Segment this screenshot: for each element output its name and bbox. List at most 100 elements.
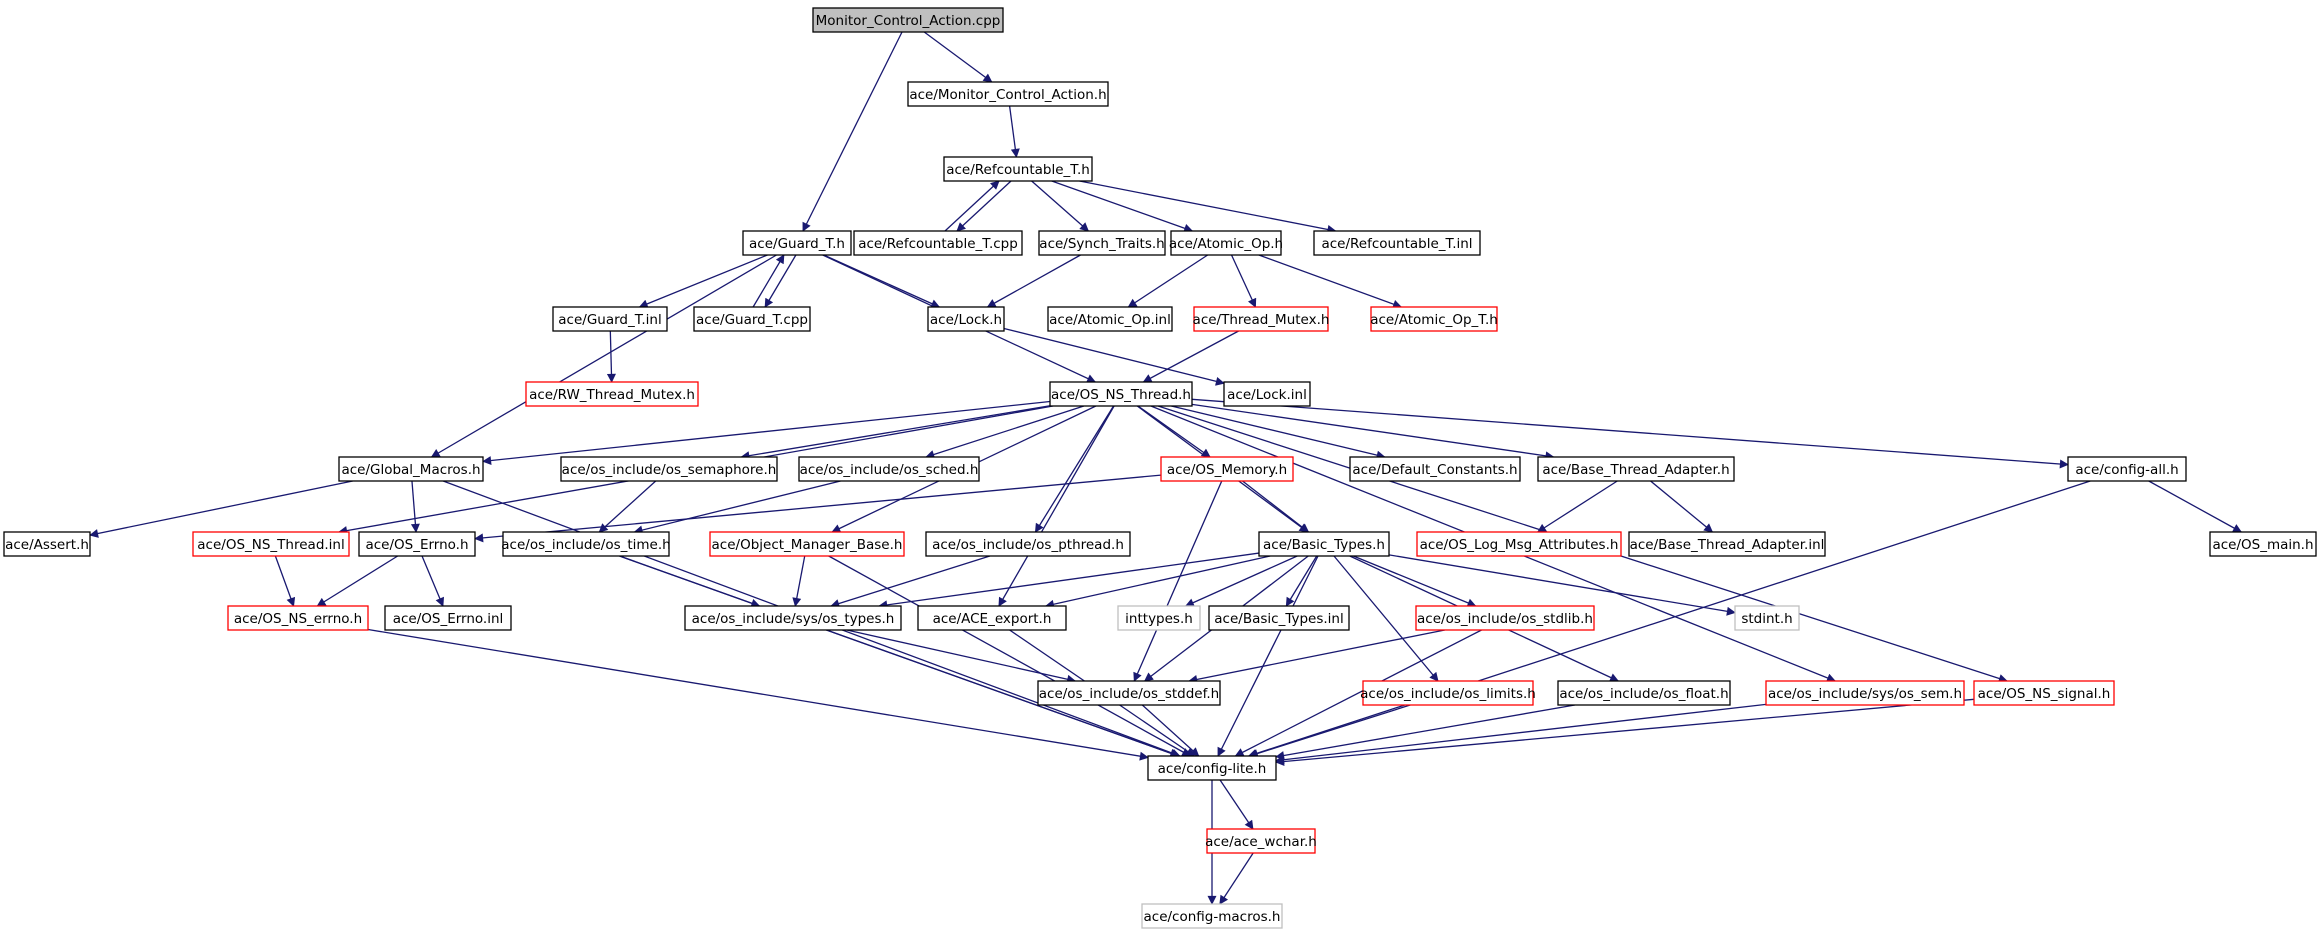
node-config-lite[interactable]: ace/config-lite.h <box>1147 755 1277 781</box>
node-box[interactable] <box>1206 828 1316 854</box>
node-assert-h[interactable]: ace/Assert.h <box>3 531 91 557</box>
node-os-limits[interactable]: ace/os_include/os_limits.h <box>1360 680 1536 706</box>
node-os-semaphore[interactable]: ace/os_include/os_semaphore.h <box>560 456 778 482</box>
node-os-ns-signal[interactable]: ace/OS_NS_signal.h <box>1973 680 2115 706</box>
node-box[interactable] <box>693 306 811 332</box>
node-box[interactable] <box>917 605 1067 631</box>
node-box[interactable] <box>1370 306 1498 332</box>
node-box[interactable] <box>684 605 902 631</box>
node-refcountable-inl[interactable]: ace/Refcountable_T.inl <box>1313 230 1481 256</box>
node-box[interactable] <box>1313 230 1481 256</box>
node-box[interactable] <box>1049 381 1193 407</box>
node-box[interactable] <box>338 456 484 482</box>
node-sys-os-types[interactable]: ace/os_include/sys/os_types.h <box>684 605 902 631</box>
node-box[interactable] <box>1415 605 1595 631</box>
node-box[interactable] <box>1416 531 1622 557</box>
node-ace-wchar[interactable]: ace/ace_wchar.h <box>1205 828 1317 854</box>
node-box[interactable] <box>227 605 369 631</box>
node-os-stddef[interactable]: ace/os_include/os_stddef.h <box>1037 680 1221 706</box>
node-base-thread-adapter-h[interactable]: ace/Base_Thread_Adapter.h <box>1537 456 1735 482</box>
node-synch-traits[interactable]: ace/Synch_Traits.h <box>1038 230 1166 256</box>
node-box[interactable] <box>358 531 476 557</box>
node-box[interactable] <box>812 7 1004 33</box>
node-stdint[interactable]: stdint.h <box>1734 605 1800 631</box>
node-basic-types-h[interactable]: ace/Basic_Types.h <box>1258 531 1390 557</box>
node-sys-os-sem[interactable]: ace/os_include/sys/os_sem.h <box>1765 680 1965 706</box>
node-box[interactable] <box>1193 306 1329 332</box>
node-inttypes[interactable]: inttypes.h <box>1117 605 1201 631</box>
node-os-main[interactable]: ace/OS_main.h <box>2209 531 2317 557</box>
node-lock-inl[interactable]: ace/Lock.inl <box>1223 381 1311 407</box>
node-box[interactable] <box>1208 605 1350 631</box>
node-rw-thread-mutex[interactable]: ace/RW_Thread_Mutex.h <box>525 381 699 407</box>
node-box[interactable] <box>742 230 852 256</box>
node-refcountable-cpp[interactable]: ace/Refcountable_T.cpp <box>853 230 1023 256</box>
node-box[interactable] <box>1765 680 1965 706</box>
node-box[interactable] <box>1038 230 1166 256</box>
node-box[interactable] <box>943 156 1093 182</box>
node-os-float[interactable]: ace/os_include/os_float.h <box>1557 680 1731 706</box>
node-box[interactable] <box>798 456 980 482</box>
node-box[interactable] <box>1141 903 1283 929</box>
node-box[interactable] <box>1973 680 2115 706</box>
node-os-stdlib[interactable]: ace/os_include/os_stdlib.h <box>1415 605 1595 631</box>
node-box[interactable] <box>709 531 905 557</box>
node-box[interactable] <box>1117 605 1201 631</box>
node-monitor-cpp[interactable]: Monitor_Control_Action.cpp <box>812 7 1004 33</box>
node-box[interactable] <box>1147 755 1277 781</box>
node-box[interactable] <box>3 531 91 557</box>
node-guard-cpp[interactable]: ace/Guard_T.cpp <box>693 306 811 332</box>
node-atomic-op-inl[interactable]: ace/Atomic_Op.inl <box>1047 306 1173 332</box>
node-box[interactable] <box>1349 456 1521 482</box>
node-box[interactable] <box>2067 456 2187 482</box>
node-box[interactable] <box>1223 381 1311 407</box>
node-box[interactable] <box>1170 230 1282 256</box>
node-box[interactable] <box>192 531 350 557</box>
node-os-time[interactable]: ace/os_include/os_time.h <box>501 531 671 557</box>
node-box[interactable] <box>384 605 512 631</box>
node-box[interactable] <box>1628 531 1826 557</box>
node-basic-types-inl[interactable]: ace/Basic_Types.inl <box>1208 605 1350 631</box>
node-box[interactable] <box>1037 680 1221 706</box>
node-config-all[interactable]: ace/config-all.h <box>2067 456 2187 482</box>
node-box[interactable] <box>1258 531 1390 557</box>
node-config-macros[interactable]: ace/config-macros.h <box>1141 903 1283 929</box>
node-guard-h[interactable]: ace/Guard_T.h <box>742 230 852 256</box>
node-os-ns-thread-inl[interactable]: ace/OS_NS_Thread.inl <box>192 531 350 557</box>
node-box[interactable] <box>552 306 668 332</box>
node-monitor-h[interactable]: ace/Monitor_Control_Action.h <box>907 81 1109 107</box>
node-os-errno-inl[interactable]: ace/OS_Errno.inl <box>384 605 512 631</box>
node-box[interactable] <box>1557 680 1731 706</box>
node-box[interactable] <box>853 230 1023 256</box>
node-lock-h[interactable]: ace/Lock.h <box>927 306 1005 332</box>
node-atomic-op-h[interactable]: ace/Atomic_Op.h <box>1169 230 1283 256</box>
node-box[interactable] <box>525 381 699 407</box>
node-box[interactable] <box>1537 456 1735 482</box>
node-os-ns-errno[interactable]: ace/OS_NS_errno.h <box>227 605 369 631</box>
node-os-ns-thread-h[interactable]: ace/OS_NS_Thread.h <box>1049 381 1193 407</box>
node-os-sched[interactable]: ace/os_include/os_sched.h <box>798 456 980 482</box>
node-box[interactable] <box>1362 680 1534 706</box>
node-box[interactable] <box>560 456 778 482</box>
node-os-log-msg[interactable]: ace/OS_Log_Msg_Attributes.h <box>1416 531 1622 557</box>
node-base-thread-adapter-inl[interactable]: ace/Base_Thread_Adapter.inl <box>1628 531 1826 557</box>
node-refcountable-h[interactable]: ace/Refcountable_T.h <box>943 156 1093 182</box>
node-box[interactable] <box>927 306 1005 332</box>
node-default-constants[interactable]: ace/Default_Constants.h <box>1349 456 1521 482</box>
node-os-errno-h[interactable]: ace/OS_Errno.h <box>358 531 476 557</box>
node-atomic-op-t[interactable]: ace/Atomic_Op_T.h <box>1370 306 1498 332</box>
node-os-memory[interactable]: ace/OS_Memory.h <box>1160 456 1294 482</box>
node-guard-inl[interactable]: ace/Guard_T.inl <box>552 306 668 332</box>
node-ace-export[interactable]: ace/ACE_export.h <box>917 605 1067 631</box>
node-box[interactable] <box>925 531 1131 557</box>
node-global-macros[interactable]: ace/Global_Macros.h <box>338 456 484 482</box>
node-os-pthread[interactable]: ace/os_include/os_pthread.h <box>925 531 1131 557</box>
node-box[interactable] <box>1160 456 1294 482</box>
node-object-manager-base[interactable]: ace/Object_Manager_Base.h <box>709 531 905 557</box>
node-box[interactable] <box>2209 531 2317 557</box>
node-box[interactable] <box>1047 306 1173 332</box>
node-thread-mutex[interactable]: ace/Thread_Mutex.h <box>1193 306 1330 332</box>
node-box[interactable] <box>1734 605 1800 631</box>
node-box[interactable] <box>502 531 670 557</box>
node-box[interactable] <box>907 81 1109 107</box>
